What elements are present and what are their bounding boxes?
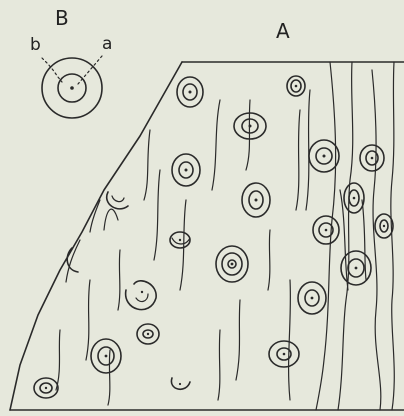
- figure-b-label: B: [55, 6, 69, 30]
- figure-a-label: A: [276, 19, 290, 43]
- lenticel: [172, 154, 200, 186]
- lenticel: [107, 192, 128, 209]
- inset-diagram-b: [42, 56, 102, 118]
- lenticel: [360, 145, 384, 171]
- lenticel: [170, 232, 190, 248]
- inset-label-a: a: [102, 34, 112, 54]
- lenticel: [216, 246, 248, 282]
- lenticel: [309, 140, 339, 172]
- lenticel: [298, 282, 326, 314]
- lenticel: [137, 324, 159, 344]
- lenticel: [242, 183, 270, 217]
- lenticel: [34, 378, 58, 398]
- lenticel: [269, 341, 299, 367]
- lenticel: [171, 378, 190, 389]
- lenticel: [126, 281, 157, 310]
- lenticel: [287, 76, 305, 96]
- lenticel: [91, 339, 121, 373]
- lenticel: [177, 77, 203, 107]
- lenticel: [375, 214, 393, 238]
- inset-label-b: b: [30, 35, 41, 55]
- lenticel: [344, 183, 364, 213]
- lenticel: [313, 216, 339, 244]
- bark-fragment-a: [10, 62, 404, 410]
